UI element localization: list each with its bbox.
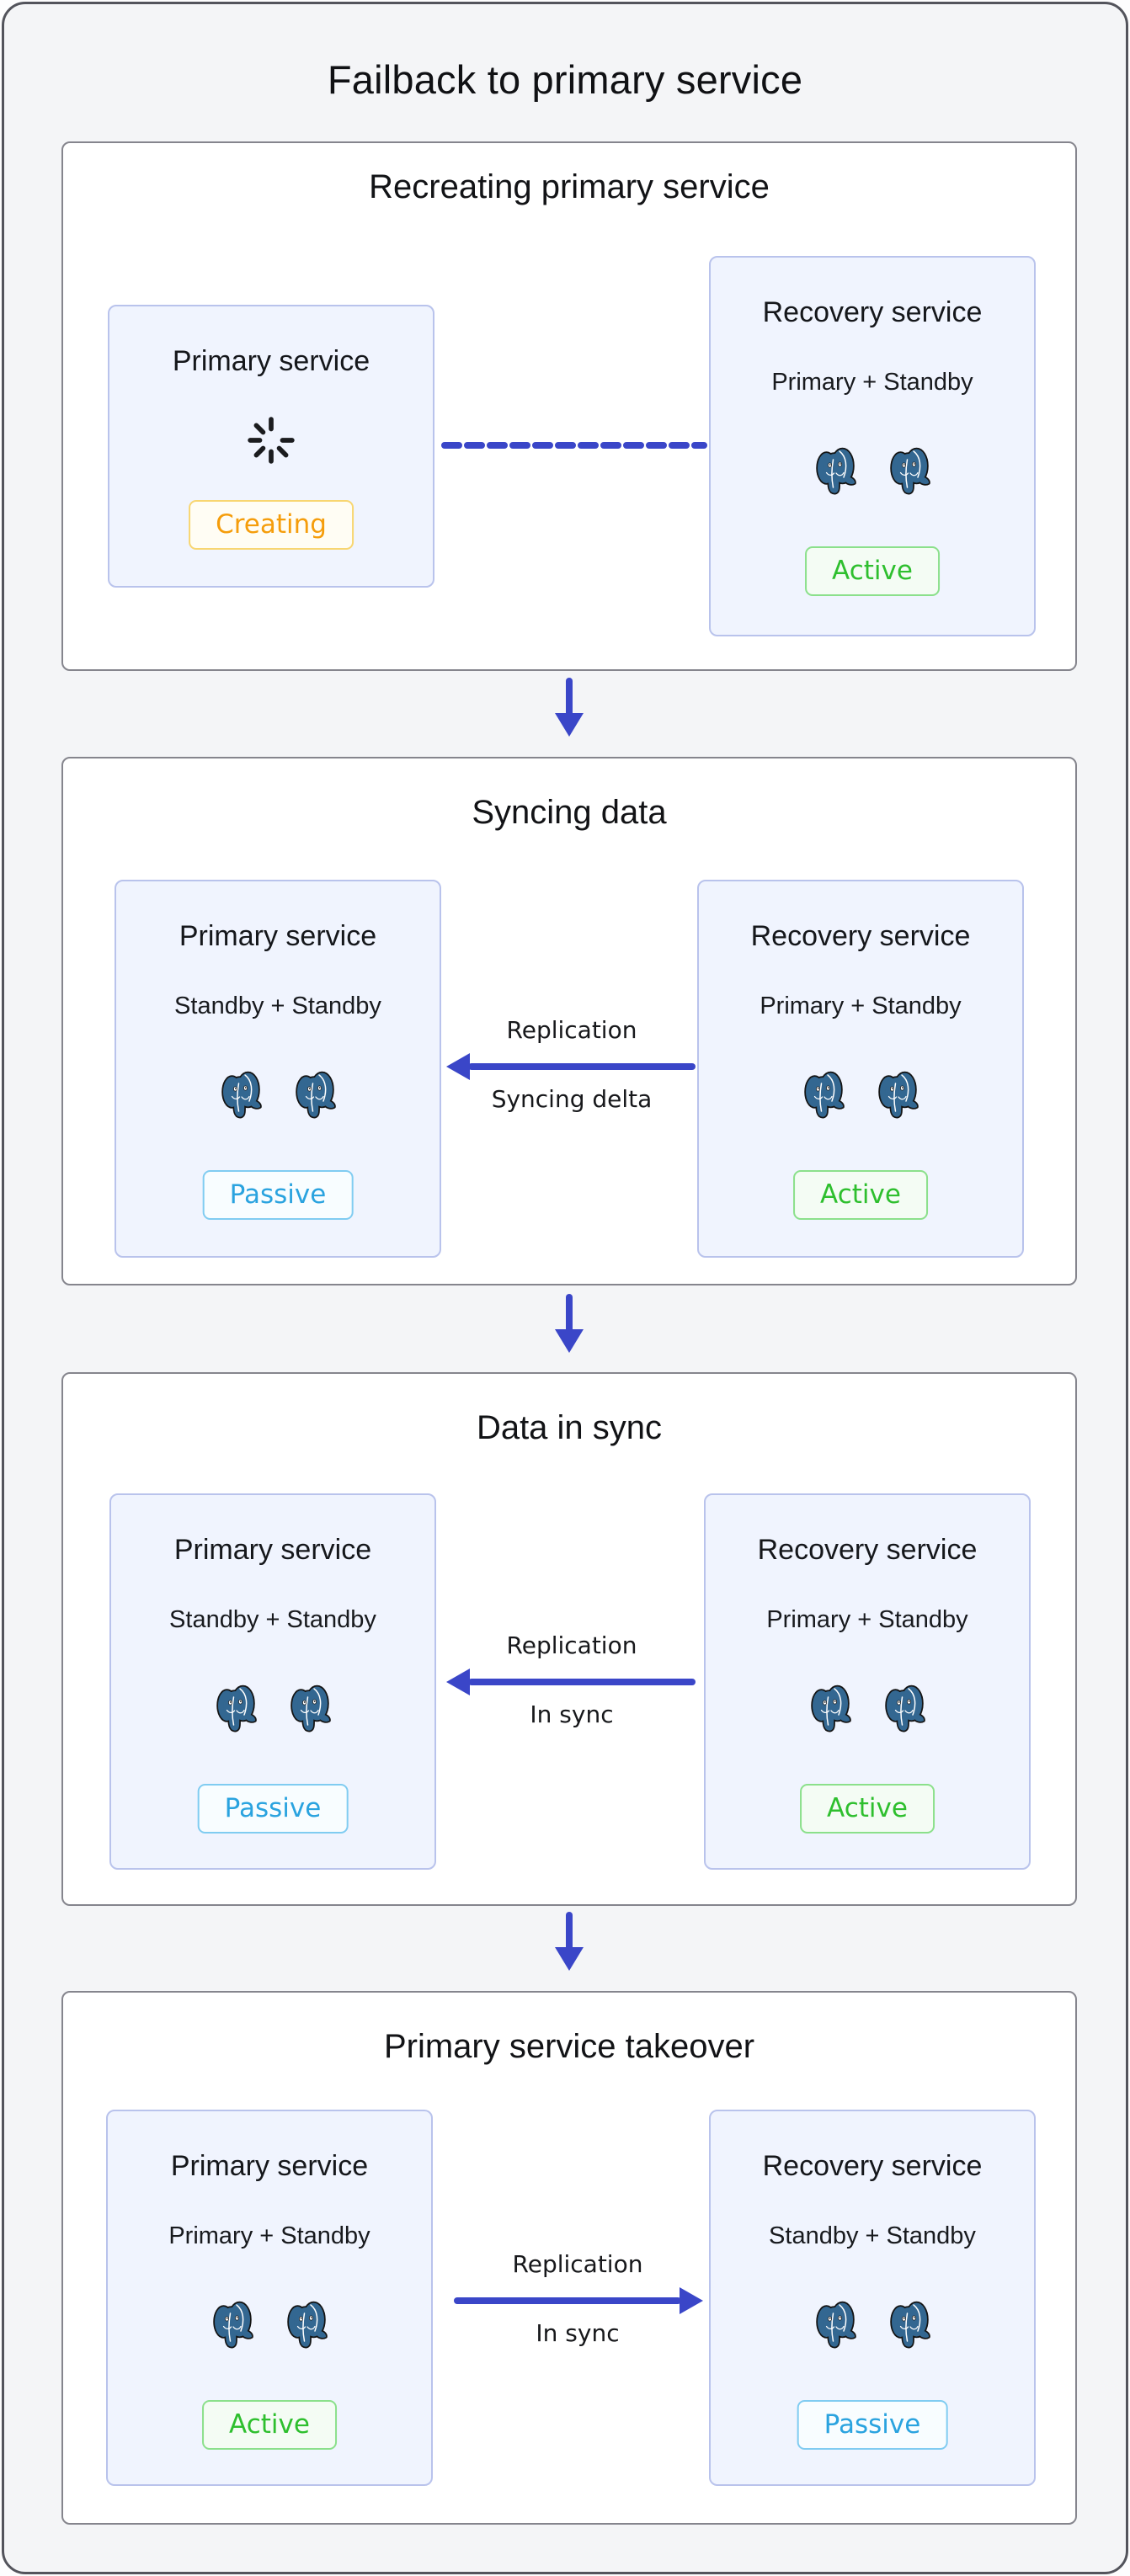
section-syncing-data: Syncing data Primary service Standby + S… xyxy=(61,757,1077,1285)
recovery-service-card: Recovery service Primary + Standby xyxy=(704,1493,1031,1870)
card-title: Recovery service xyxy=(750,920,971,952)
loading-spinner-icon xyxy=(248,417,295,464)
status-badge: Active xyxy=(202,2400,337,2450)
connector-label: Replication xyxy=(506,1016,637,1044)
postgresql-elephant-icon xyxy=(290,1685,331,1732)
postgresql-elephant-icon xyxy=(890,2301,930,2349)
card-roles: Primary + Standby xyxy=(168,2222,370,2249)
section-header: Syncing data xyxy=(472,794,667,831)
connector-label: Replication xyxy=(506,1631,637,1659)
section-primary-service-takeover: Primary service takeover Primary service… xyxy=(61,1991,1077,2525)
status-badge: Passive xyxy=(797,2400,948,2450)
postgresql-elephant-icon xyxy=(816,2301,856,2349)
postgresql-elephant-icon xyxy=(885,1685,925,1732)
status-badge: Creating xyxy=(189,500,354,550)
recovery-service-card: Recovery service Primary + Standby xyxy=(709,256,1036,636)
card-roles: Standby + Standby xyxy=(769,2222,976,2249)
replication-connector: Replication In sync xyxy=(452,1993,703,2523)
arrow-down-icon xyxy=(555,1294,584,1353)
section-recreating-primary-service: Recreating primary service Primary servi… xyxy=(61,141,1077,671)
arrow-down-icon xyxy=(555,678,584,737)
postgresql-elephant-icon xyxy=(878,1071,919,1119)
postgresql-elephant-icon xyxy=(804,1071,845,1119)
replication-connector: Replication Syncing delta xyxy=(446,758,697,1284)
section-header: Data in sync xyxy=(476,1409,663,1446)
postgres-instances xyxy=(108,2300,431,2349)
card-title: Primary service xyxy=(172,345,370,377)
primary-service-card: Primary service Creating xyxy=(108,305,434,588)
postgres-instances xyxy=(111,1684,434,1732)
status-badge: Active xyxy=(793,1170,928,1220)
primary-service-card: Primary service Standby + Standby xyxy=(115,880,441,1258)
postgresql-elephant-icon xyxy=(890,447,930,495)
status-badge: Passive xyxy=(197,1784,349,1834)
replication-arrow-icon xyxy=(452,2287,703,2314)
recovery-service-card: Recovery service Primary + Standby xyxy=(697,880,1024,1258)
dashed-connection-icon xyxy=(441,442,707,449)
diagram-title: Failback to primary service xyxy=(327,57,803,102)
connector-sublabel: In sync xyxy=(536,2319,620,2347)
replication-arrow-icon xyxy=(446,1669,697,1695)
card-roles: Primary + Standby xyxy=(766,1606,968,1633)
section-header: Primary service takeover xyxy=(383,2028,755,2065)
postgresql-elephant-icon xyxy=(287,2301,328,2349)
card-roles: Standby + Standby xyxy=(169,1606,376,1633)
connector-label: Replication xyxy=(512,2250,643,2278)
card-title: Primary service xyxy=(179,920,377,952)
status-badge: Active xyxy=(800,1784,935,1834)
status-badge: Active xyxy=(805,546,940,596)
card-title: Recovery service xyxy=(762,2150,983,2182)
card-roles: Standby + Standby xyxy=(174,993,381,1019)
postgres-instances xyxy=(711,446,1034,495)
card-title: Recovery service xyxy=(757,1534,978,1566)
connector-sublabel: Syncing delta xyxy=(491,1085,653,1113)
replication-arrow-icon xyxy=(446,1053,697,1080)
section-data-in-sync: Data in sync Primary service Standby + S… xyxy=(61,1372,1077,1906)
postgresql-elephant-icon xyxy=(216,1685,257,1732)
card-roles: Primary + Standby xyxy=(771,369,973,396)
card-title: Primary service xyxy=(173,1534,372,1566)
replication-connector: Replication In sync xyxy=(446,1374,697,1904)
primary-service-card: Primary service Standby + Standby xyxy=(109,1493,436,1870)
postgres-instances xyxy=(711,2300,1034,2349)
section-header: Recreating primary service xyxy=(369,168,770,205)
postgres-instances xyxy=(116,1070,440,1119)
postgresql-elephant-icon xyxy=(811,1685,851,1732)
postgres-instances xyxy=(706,1684,1029,1732)
card-title: Recovery service xyxy=(762,296,983,328)
connector-sublabel: In sync xyxy=(530,1700,614,1728)
postgres-instances xyxy=(699,1070,1022,1119)
primary-service-card: Primary service Primary + Standby xyxy=(106,2110,433,2486)
arrow-down-icon xyxy=(555,1912,584,1971)
postgresql-elephant-icon xyxy=(296,1071,336,1119)
recovery-service-card: Recovery service Standby + Standby xyxy=(709,2110,1036,2486)
card-roles: Primary + Standby xyxy=(760,993,962,1019)
postgresql-elephant-icon xyxy=(221,1071,262,1119)
card-title: Primary service xyxy=(170,2150,369,2182)
postgresql-elephant-icon xyxy=(816,447,856,495)
postgresql-elephant-icon xyxy=(213,2301,253,2349)
status-badge: Passive xyxy=(202,1170,354,1220)
